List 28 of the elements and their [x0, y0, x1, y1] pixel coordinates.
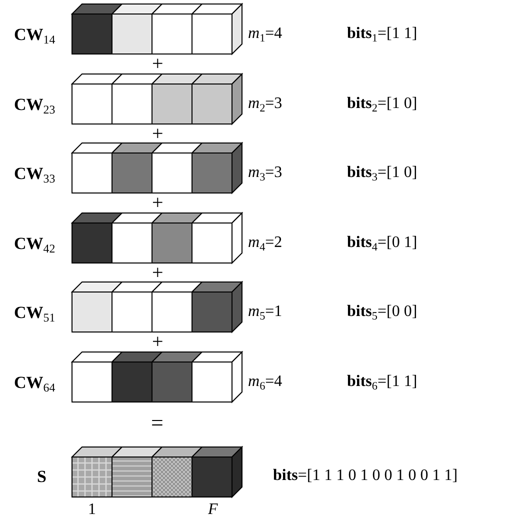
weight-label: m$_{3}$=3	[248, 165, 282, 181]
sum-label: S	[37, 468, 46, 485]
bits-label: bits$_{4}$=[0 1]	[347, 235, 418, 251]
bits-label: bits$_{6}$=[1 1]	[347, 374, 418, 390]
index-label: 1	[88, 502, 96, 518]
codeword-label: CW$_{42}$	[14, 235, 56, 252]
weight-label: m$_{6}$=4	[248, 374, 282, 390]
plus-sign: +	[152, 54, 164, 74]
weight-label: m$_{5}$=1	[248, 304, 282, 320]
index-label: F	[208, 502, 218, 518]
plus-sign: +	[152, 263, 164, 283]
plus-sign: +	[152, 124, 164, 144]
weight-label: m$_{4}$=2	[248, 235, 282, 251]
codeword-label: CW$_{14}$	[14, 26, 56, 43]
codeword-label: CW$_{33}$	[14, 165, 56, 182]
equals-sign: =	[151, 412, 164, 434]
plus-sign: +	[152, 193, 164, 213]
codeword-label: CW$_{23}$	[14, 96, 56, 113]
bits-label: bits$_{1}$=[1 1]	[347, 26, 418, 42]
bits-label: bits$_{5}$=[0 0]	[347, 304, 418, 320]
bits-label: bits$_{3}$=[1 0]	[347, 165, 418, 181]
codeword-label: CW$_{51}$	[14, 304, 56, 321]
bits-label: bits$_{2}$=[1 0]	[347, 96, 418, 112]
plus-sign: +	[152, 332, 164, 352]
bits-label: bits=[1 1 1 0 1 0 0 1 0 0 1 1]	[273, 468, 458, 484]
weight-label: m$_{2}$=3	[248, 96, 282, 112]
codeword-label: CW$_{64}$	[14, 374, 56, 391]
weight-label: m$_{1}$=4	[248, 26, 282, 42]
